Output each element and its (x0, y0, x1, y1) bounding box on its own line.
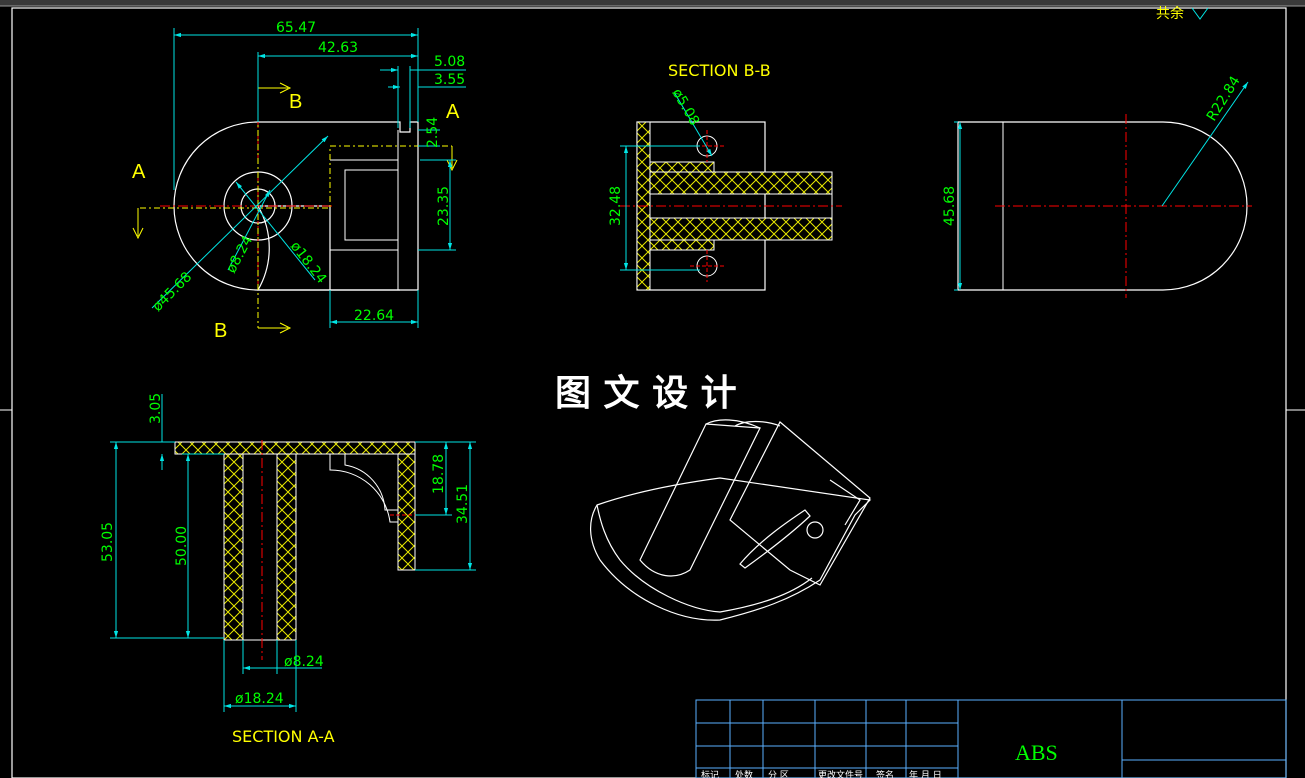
dim-aa-overall-height: 53.05 (100, 522, 116, 562)
chevron-down-icon[interactable] (1191, 7, 1209, 20)
side-view: 45.68 R22.84 (942, 73, 1252, 298)
dim-aa-side-height: 34.51 (455, 484, 471, 524)
dim-aa-outer-diameter: ø18.24 (235, 691, 284, 707)
section-aa-title: SECTION A-A (232, 727, 335, 746)
dim-aa-bracket-height: 18.78 (431, 454, 447, 494)
tb-header-0: 标记 (701, 769, 719, 778)
tb-header-2: 分 区 (768, 770, 789, 778)
section-label-b-top: B (289, 91, 302, 113)
section-label-a-left: A (132, 161, 146, 183)
dim-outer-diameter: ø45.68 (150, 269, 196, 315)
corner-label: 共余 (1156, 5, 1184, 22)
section-aa-view: SECTION A-A (100, 393, 476, 746)
dim-aa-top-thickness: 3.05 (148, 393, 164, 424)
section-bb-view: SECTION B-B 32.48 ø5.08 (608, 61, 842, 291)
dim-boss-diameter: ø18.24 (287, 239, 330, 287)
section-bb-title: SECTION B-B (668, 61, 771, 80)
section-arrow-b-bottom (258, 322, 292, 334)
dim-small-step: 2.54 (425, 117, 441, 148)
material-label: ABS (1015, 740, 1058, 765)
dim-overall-width: 65.47 (276, 20, 316, 36)
front-dimensions (151, 28, 466, 328)
tb-header-4: 签名 (876, 769, 894, 778)
section-arrow-b-top (258, 82, 292, 94)
dim-aa-stem-height: 50.00 (174, 526, 190, 566)
dim-bb-height: 32.48 (608, 186, 624, 226)
tb-header-5: 年 月 日 (909, 769, 942, 778)
slot-upper (330, 159, 399, 206)
section-arrow-a-right (446, 146, 458, 172)
section-label-a-right: A (446, 101, 460, 123)
slot-lower (330, 206, 399, 251)
top-ruler (0, 0, 1305, 6)
title-block-headers: 标记 处数 分 区 更改文件号 签名 年 月 日 (701, 769, 942, 778)
drawing-border (11, 7, 1287, 778)
dim-slot-offset: 5.08 (434, 54, 465, 70)
watermark-title: 图 文 设 计 (555, 373, 737, 414)
title-block (695, 699, 1287, 778)
tb-header-1: 处数 (735, 769, 753, 778)
dim-side-height: 45.68 (942, 186, 958, 226)
dim-base-depth: 22.64 (354, 308, 394, 324)
dim-width-to-end: 42.63 (318, 40, 358, 56)
section-label-b-bottom: B (214, 320, 227, 342)
section-arrow-a-left (132, 208, 144, 240)
section-cut-aa (140, 145, 452, 209)
dim-slot-height: 23.35 (436, 186, 452, 226)
dim-hole-diameter: ø8.24 (223, 233, 256, 276)
front-view: A A B B (132, 20, 466, 342)
dim-wall-offset: 3.55 (434, 72, 465, 88)
dim-aa-inner-diameter: ø8.24 (284, 654, 324, 670)
isometric-view (590, 419, 872, 621)
tb-header-3: 更改文件号 (818, 769, 863, 778)
